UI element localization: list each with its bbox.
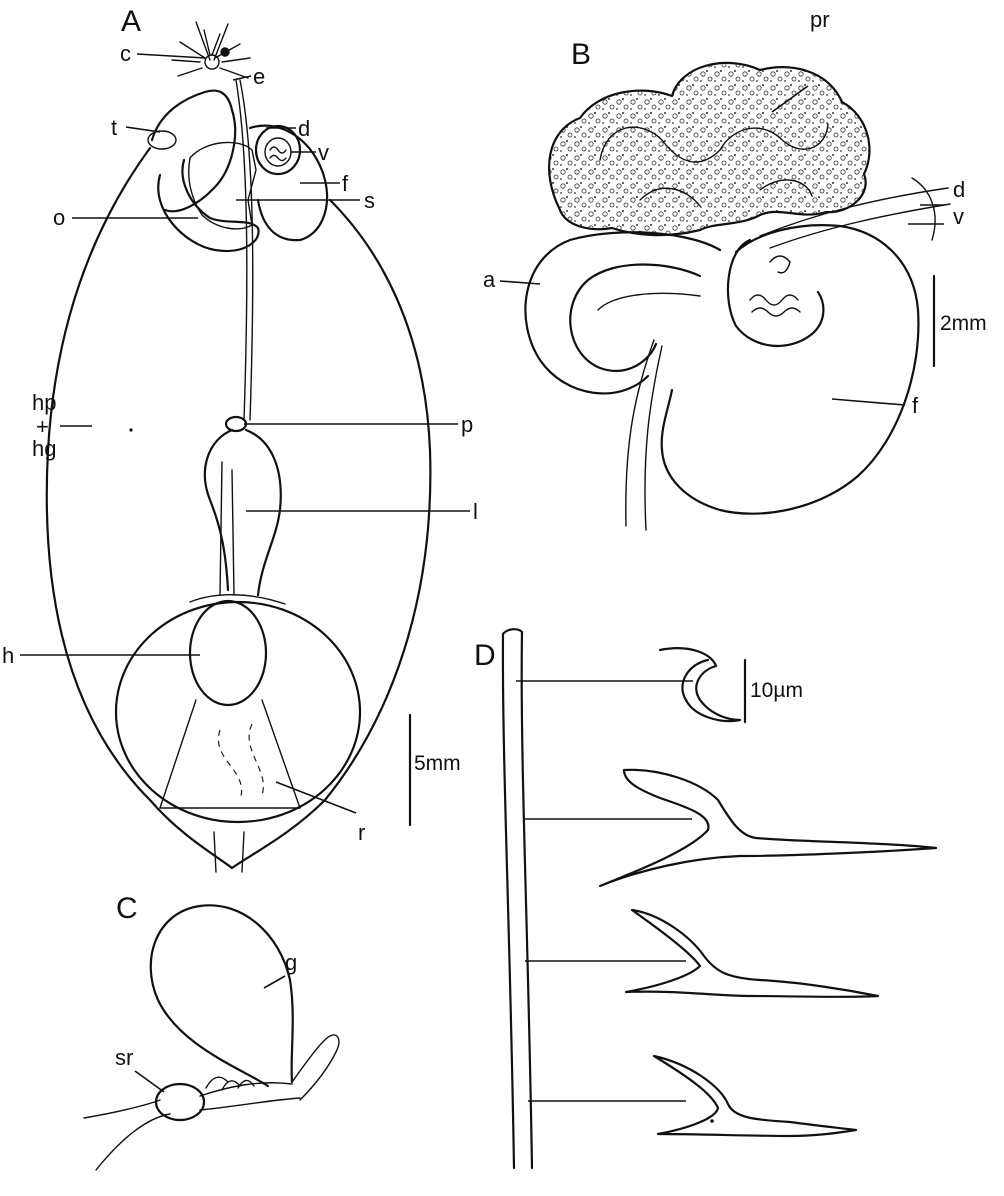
panel-c-receptacle-sr (156, 1084, 204, 1120)
panel-a-cirri (172, 22, 250, 78)
panel-a-body-outline (47, 148, 431, 868)
panel-b-gland-pr (549, 63, 869, 235)
panel-a-title: A (121, 5, 141, 38)
label-a-c: c (120, 41, 131, 66)
panel-d-hook-1 (660, 648, 740, 721)
panel-a-h-organ (190, 601, 266, 705)
panel-c-gland-g (151, 905, 293, 1086)
panel-d-hook-4 (654, 1056, 856, 1136)
panel-d-hook-3 (626, 910, 878, 997)
panel-a-oesophagus-o (158, 160, 258, 251)
panel-d-drawing (503, 629, 936, 1168)
panel-a-vesicle-coils (270, 147, 286, 161)
panel-c-title: C (116, 892, 138, 925)
label-a-e: e (253, 64, 265, 89)
label-a-f: f (342, 171, 349, 196)
label-c-g: g (285, 950, 297, 975)
panel-b-atrium-inner (598, 293, 700, 310)
label-a-l: l (473, 499, 478, 524)
panel-d-title: D (474, 639, 496, 672)
label-a-p: p (461, 412, 473, 437)
label-a-v: v (318, 140, 329, 165)
panel-a-oral-region (152, 91, 235, 212)
panel-b-vesicle-coils (750, 256, 800, 316)
panel-d-scale-label: 10µm (750, 679, 803, 702)
panel-a-chamber (116, 602, 360, 822)
panel-b-bulb-f (662, 225, 919, 514)
label-a-hp: hp (32, 390, 56, 415)
panel-a-r-folds (218, 724, 263, 800)
label-b-v: v (953, 204, 964, 229)
panel-c-drawing (84, 905, 339, 1170)
panel-b-title: B (571, 38, 591, 71)
label-a-o: o (53, 205, 65, 230)
panel-a-r-wedge (160, 700, 300, 808)
panel-a-dot (129, 428, 132, 431)
label-b-a: a (483, 267, 496, 292)
panel-c-leader-lines (135, 976, 285, 1092)
label-b-d: d (953, 177, 965, 202)
panel-a-drawing (20, 22, 470, 872)
label-c-sr: sr (115, 1045, 133, 1070)
panel-b-atrium-a (525, 232, 720, 393)
label-a-s: s (364, 188, 375, 213)
panel-b-drawing (500, 63, 950, 530)
panel-d-leader-lines (516, 681, 693, 1101)
panel-c-duct (292, 1035, 339, 1100)
panel-a-scale-label: 5mm (414, 752, 461, 775)
panel-a-intestine-l (205, 430, 281, 595)
panel-d-hook-2 (600, 770, 936, 886)
label-a-hg: hg (32, 436, 56, 461)
label-b-pr: pr (810, 7, 830, 32)
panel-b-scale-label: 2mm (940, 312, 987, 335)
label-a-d: d (298, 116, 310, 141)
panel-a-vesicle-inner (265, 138, 291, 166)
label-a-h: h (2, 643, 14, 668)
label-b-f: f (912, 393, 919, 418)
panel-d-dot (710, 1119, 714, 1123)
panel-a-pore-p (226, 417, 246, 431)
panel-b-vesicle (728, 240, 823, 346)
panel-d-stylet (503, 629, 532, 1168)
panel-c-tubes (84, 1077, 300, 1170)
label-a-t: t (111, 115, 117, 140)
label-a-r: r (358, 820, 365, 845)
